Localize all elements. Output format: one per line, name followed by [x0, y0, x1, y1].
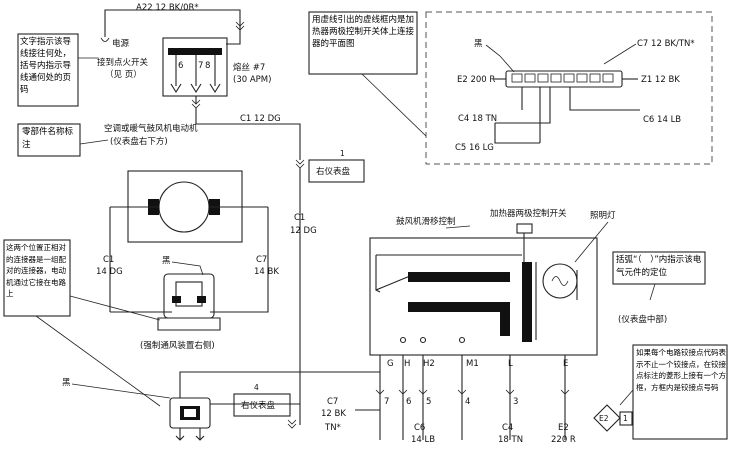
fuse-box	[162, 37, 228, 97]
splice-box	[619, 411, 633, 426]
switch-c7-3: TN*	[324, 423, 341, 433]
fuse-pin-7: 7	[198, 61, 203, 71]
callout-paren-loc	[612, 251, 706, 285]
left-conn-black: 黑	[62, 378, 71, 388]
left-panel-box	[233, 393, 291, 417]
terminal-g: G	[387, 359, 394, 369]
callout-splice-text: 如果每个电路铰接点代码表示不止一个铰接点，在铰接点标注的菱形上接有一个方框，方框…	[636, 348, 726, 392]
callout-dash-box	[308, 11, 418, 75]
motor-connector	[163, 273, 215, 319]
motor-conn-loc: (强制通风装置右侧)	[140, 340, 215, 351]
wire-num-6: 6	[406, 397, 411, 407]
fuse-power-note2: （见 页）	[105, 69, 142, 80]
splice-num: 1	[623, 414, 628, 423]
switch-c6-2: 14 LB	[411, 435, 435, 445]
right-panel-wire2: 12 DG	[290, 226, 317, 236]
callout-splice	[632, 344, 728, 440]
callout-paren-loc-text: 括弧“（ ）”内指示该电气元件的定位	[616, 255, 702, 278]
fuse-rating: (30 APM)	[233, 75, 271, 85]
connector-detail-frame	[425, 11, 713, 165]
switch-c6-1: C6	[414, 423, 425, 433]
wire-num-4: 4	[465, 397, 470, 407]
callout-wire-page-text: 文字指示该导线接往何处，括号内指示导线通何处的页码	[20, 37, 72, 95]
detail-z1: Z1 12 BK	[641, 75, 680, 85]
right-panel-wire1: C1	[294, 213, 305, 223]
wire-num-7: 7	[384, 397, 389, 407]
motor-wire-left-1: C1	[103, 255, 114, 265]
switch-c4-1: C4	[502, 423, 513, 433]
switch-e2-2: 220 R	[551, 435, 576, 445]
left-panel-num: 4	[254, 383, 259, 392]
callout-dash-box-text: 用虚线引出的虚线框内是加热器两极控制开关体上连接器的平面图	[312, 15, 415, 49]
callout-wire-page	[17, 33, 79, 107]
fuse-top-wire: A22 12 BK/0R*	[136, 3, 199, 13]
switch-lamp: 照明灯	[590, 210, 616, 221]
motor-black: 黑	[162, 256, 171, 266]
motor-wire-top: C1 12 DG	[240, 114, 281, 124]
terminal-h: H	[404, 359, 410, 369]
motor-wire-right-1: C7	[256, 255, 267, 265]
callout-connector-pos-text: 这两个位置正相对的连接器是一组配对的连接器，电动机通过它接在电路上	[6, 243, 66, 298]
terminal-h2: H2	[423, 359, 435, 369]
fuse-power-note: 接到点火开关	[97, 57, 149, 68]
switch-e2-1: E2	[558, 423, 569, 433]
terminal-m1: M1	[466, 359, 479, 369]
callout-connector-pos	[3, 239, 71, 317]
switch-knob	[516, 223, 533, 234]
right-panel-box	[308, 159, 365, 183]
splice-code: E2	[599, 414, 609, 423]
switch-loc: (仪表盘中部)	[618, 314, 667, 325]
callout-part-name-text: 零部件名称标注	[22, 127, 74, 150]
detail-c4: C4 18 TN	[458, 114, 497, 124]
detail-c6: C6 14 LB	[643, 115, 681, 125]
switch-c4-2: 18 TN	[498, 435, 523, 445]
motor-wire-left-2: 14 DG	[96, 267, 123, 277]
switch-name: 加热器两极控制开关	[490, 208, 567, 219]
detail-e2: E2 200 R	[457, 75, 495, 85]
left-panel-label: 右仪表盘	[241, 400, 276, 411]
left-connector	[169, 397, 211, 429]
detail-black: 黑	[474, 39, 483, 49]
motor-name: 空调或暖气鼓风机电动机	[104, 123, 198, 134]
motor-wire-right-2: 14 BK	[254, 267, 279, 277]
fuse-power: 电源	[112, 38, 130, 49]
right-panel-num: 1	[340, 149, 345, 158]
wire-num-5: 5	[426, 397, 431, 407]
fuse-pin-8: 8	[205, 61, 210, 71]
fuse-bar	[168, 48, 222, 55]
callout-part-name	[17, 123, 81, 157]
wire-num-3: 3	[513, 397, 518, 407]
switch-c7-2: 12 BK	[321, 409, 346, 419]
fuse-name: 熔丝 #7	[233, 62, 265, 73]
right-panel-label: 右仪表盘	[316, 166, 351, 177]
fuse-pin-6: 6	[178, 61, 183, 71]
motor-icon	[158, 181, 210, 233]
switch-box	[369, 237, 598, 356]
detail-c7: C7 12 BK/TN*	[637, 39, 695, 49]
switch-c7-1: C7	[327, 397, 338, 407]
terminal-e: E	[563, 359, 568, 369]
switch-fan: 鼓风机滑移控制	[396, 216, 456, 227]
switch-slider	[522, 262, 532, 342]
motor-loc: (仪表盘右下方)	[110, 136, 168, 147]
detail-c5: C5 16 LG	[455, 143, 494, 153]
